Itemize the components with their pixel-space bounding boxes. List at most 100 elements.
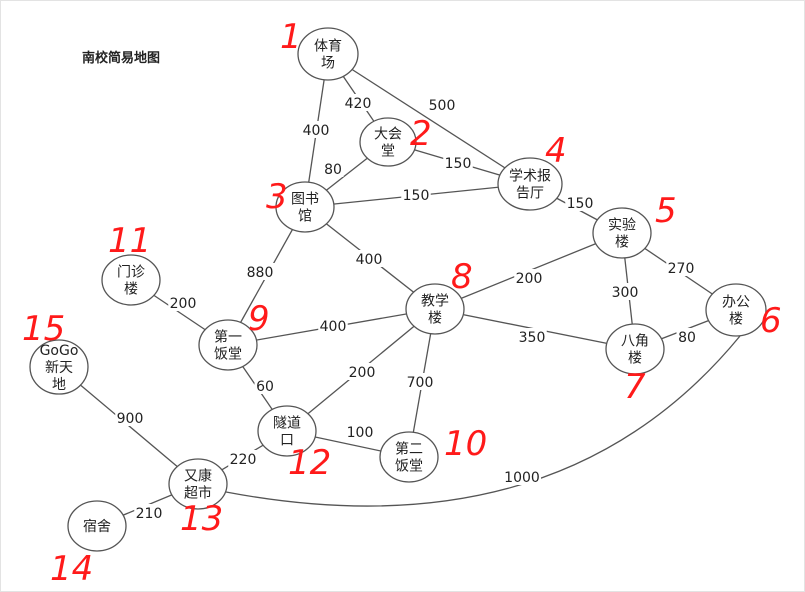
edge-label-bg bbox=[254, 377, 276, 394]
node-circle bbox=[257, 405, 317, 457]
node-label-line: 楼 bbox=[729, 312, 743, 328]
edge-weight-label: 80 bbox=[678, 330, 696, 346]
node-label-line: 地 bbox=[52, 377, 66, 393]
edge-label-bg bbox=[347, 363, 377, 380]
node-label-line: 大会 bbox=[374, 127, 402, 143]
edge-weight-label: 400 bbox=[320, 319, 347, 335]
edge-weight-label: 350 bbox=[519, 330, 546, 346]
node-circle bbox=[705, 283, 767, 337]
node-number-annotation: 1 bbox=[280, 17, 302, 57]
node-label-line: 楼 bbox=[628, 351, 642, 367]
node-number-annotation: 12 bbox=[288, 443, 331, 483]
node-label-line: 隧道 bbox=[273, 416, 301, 432]
edge-weight-label: 100 bbox=[347, 425, 374, 441]
edge-label-bg bbox=[115, 409, 145, 426]
edge-weight-label: 400 bbox=[356, 252, 383, 268]
node-n6: 办公楼 bbox=[705, 283, 767, 337]
edge-label-bg bbox=[676, 328, 698, 345]
node-label-line: GoGo bbox=[40, 343, 79, 359]
node-circle bbox=[405, 283, 465, 335]
edge-label-bg bbox=[503, 468, 541, 485]
edge-label-bg bbox=[610, 283, 640, 300]
node-label-line: 教学 bbox=[421, 294, 449, 310]
node-label-line: 第二 bbox=[395, 441, 423, 458]
node-label-line: 饭堂 bbox=[214, 347, 242, 363]
node-number-annotation: 15 bbox=[22, 309, 65, 349]
edge-weight-label: 270 bbox=[668, 261, 695, 277]
map-title: 南校简易地图 bbox=[82, 50, 160, 66]
edge-label-bg bbox=[318, 317, 348, 334]
edge-label-bg bbox=[134, 504, 164, 521]
node-number-annotation: 5 bbox=[655, 191, 677, 231]
node-label-line: 堂 bbox=[381, 144, 395, 160]
node-circle bbox=[605, 323, 665, 375]
edge-weight-label: 700 bbox=[407, 375, 434, 391]
edge-weight-label: 210 bbox=[136, 506, 163, 522]
node-n11: 门诊楼 bbox=[101, 254, 161, 306]
node-label-line: 口 bbox=[280, 433, 294, 449]
node-label-line: 实验 bbox=[608, 218, 636, 234]
node-number-annotation: 11 bbox=[108, 221, 151, 261]
node-label-line: 楼 bbox=[615, 235, 629, 251]
edge-label-bg bbox=[354, 250, 384, 267]
edge-label-bg bbox=[245, 263, 275, 280]
edge-label-bg bbox=[322, 160, 344, 177]
node-n3: 图书馆 bbox=[275, 181, 335, 233]
node-label-line: 图书 bbox=[291, 192, 319, 208]
node-label-line: 告厅 bbox=[516, 186, 544, 202]
node-n14: 宿舍 bbox=[67, 500, 127, 552]
edge-label-bg bbox=[427, 96, 457, 113]
node-label-line: 馆 bbox=[298, 209, 312, 225]
edge-label-bg bbox=[565, 194, 595, 211]
edge-weight-label: 400 bbox=[303, 123, 330, 139]
edge-weight-label: 150 bbox=[403, 188, 430, 204]
node-label-line: 新天 bbox=[45, 360, 73, 376]
node-label-line: 饭堂 bbox=[395, 459, 423, 475]
node-n2: 大会堂 bbox=[359, 117, 417, 167]
edge-label-bg bbox=[666, 259, 696, 276]
node-label-line: 体育 bbox=[314, 39, 342, 55]
node-label-line: 办公 bbox=[722, 295, 750, 311]
node-n8: 教学楼 bbox=[405, 283, 465, 335]
node-number-annotation: 7 bbox=[624, 367, 646, 407]
node-label-line: 楼 bbox=[124, 282, 138, 298]
edge-weight-label: 60 bbox=[256, 379, 274, 395]
node-circle bbox=[379, 431, 439, 483]
node-label-line: 楼 bbox=[428, 311, 442, 327]
node-number-annotation: 4 bbox=[545, 131, 567, 171]
node-circle bbox=[198, 319, 258, 371]
edge-weight-label: 500 bbox=[429, 98, 456, 114]
edge-label-bg bbox=[301, 121, 331, 138]
node-label-line: 超市 bbox=[184, 485, 212, 502]
node-number-annotation: 13 bbox=[180, 499, 223, 539]
node-label-line: 门诊 bbox=[117, 265, 145, 281]
edge-weight-label: 220 bbox=[230, 452, 257, 468]
node-circle bbox=[101, 254, 161, 306]
edge-weight-label: 150 bbox=[445, 156, 472, 172]
edge-weight-label: 300 bbox=[612, 285, 639, 301]
edge-label-bg bbox=[401, 186, 431, 203]
node-number-annotation: 8 bbox=[451, 257, 473, 297]
edge-weight-label: 420 bbox=[345, 96, 372, 112]
edge-label-bg bbox=[405, 373, 435, 390]
node-circle bbox=[29, 339, 89, 395]
node-label-line: 八角 bbox=[621, 334, 649, 350]
edge-weight-label: 200 bbox=[170, 296, 197, 312]
node-number-annotation: 14 bbox=[50, 549, 93, 589]
node-circle bbox=[359, 117, 417, 167]
edge-label-bg bbox=[343, 94, 373, 111]
node-number-annotation: 6 bbox=[760, 301, 782, 341]
edge-label-bg bbox=[345, 423, 375, 440]
node-n7: 八角楼 bbox=[605, 323, 665, 375]
edge-n1-n4 bbox=[327, 53, 531, 185]
node-label-line: 宿舍 bbox=[83, 518, 111, 535]
